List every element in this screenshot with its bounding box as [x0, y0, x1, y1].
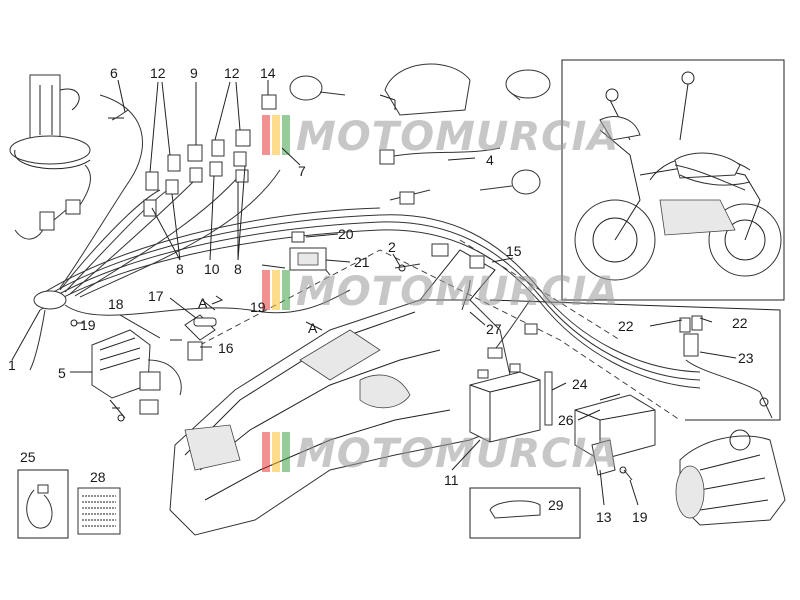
callout-9: 9 [190, 65, 198, 81]
watermark-3: MOTOMURCIA [262, 431, 619, 477]
frame-battery-tray [169, 249, 521, 536]
callout-22: 22 [618, 318, 634, 334]
leader-lines [11, 79, 737, 506]
motorcycle-illustration [574, 71, 782, 281]
clip-17 [193, 317, 217, 327]
connector-10a [165, 179, 179, 195]
callout-13: 13 [596, 509, 612, 525]
plate-13 [591, 439, 616, 476]
callout-19: 19 [250, 299, 266, 315]
callout-26: 26 [558, 412, 574, 428]
relay-9 [187, 144, 203, 162]
battery-terminal [487, 347, 503, 359]
connector-8d [235, 169, 249, 183]
control-unit-group [70, 314, 217, 422]
connector-22a [679, 317, 691, 333]
wm-stripe-yellow [272, 115, 280, 155]
connector-22b [691, 315, 703, 331]
callout-7: 7 [298, 163, 306, 179]
callout-20: 20 [338, 226, 354, 242]
callout-19: 19 [80, 317, 96, 333]
bracket-group [544, 371, 656, 481]
callout-19: 19 [632, 509, 648, 525]
watermark-2: MOTOMURCIA [262, 269, 619, 315]
callout-29: 29 [548, 497, 564, 513]
callout-18: 18 [108, 296, 124, 312]
callout-24: 24 [572, 376, 588, 392]
connector-8c [233, 151, 247, 167]
callout-8: 8 [176, 261, 184, 277]
callout-12: 12 [150, 65, 166, 81]
turn-signal-rear [511, 169, 541, 195]
reference-a-1: A [198, 295, 208, 311]
relay-connector-cluster [108, 94, 277, 217]
callout-10: 10 [204, 261, 220, 277]
connector-9b [189, 167, 203, 183]
connector-8a [145, 171, 159, 191]
turn-signal-front-right [505, 69, 551, 99]
callout-27: 27 [486, 321, 502, 337]
callout-1: 1 [8, 357, 16, 373]
callout-15: 15 [506, 243, 522, 259]
callout-12: 12 [224, 65, 240, 81]
inset-frame [561, 59, 785, 301]
relay-block [261, 231, 331, 276]
connector-8b [143, 199, 157, 217]
callout-17: 17 [148, 288, 164, 304]
accessory-items [17, 469, 581, 539]
connector-10c [209, 161, 223, 177]
fuel-pump [9, 74, 91, 170]
callout-14: 14 [260, 65, 276, 81]
callout-5: 5 [58, 365, 66, 381]
callout-21: 21 [354, 254, 370, 270]
reference-a-2: A [308, 320, 318, 336]
main-wiring-harness [29, 94, 701, 389]
motorcycle-inset [561, 59, 785, 301]
watermark-1: MOTOMURCIA [262, 114, 619, 160]
callout-23: 23 [738, 350, 754, 366]
relay-12b [235, 129, 251, 147]
watermark-text: MOTOMURCIA [296, 431, 619, 477]
callout-8: 8 [234, 261, 242, 277]
harness-sleeve [33, 290, 67, 310]
callout-4: 4 [486, 152, 494, 168]
detail-frame [489, 299, 781, 421]
fuse-20 [291, 231, 305, 243]
callout-16: 16 [218, 340, 234, 356]
turn-signal-front-left [289, 75, 323, 101]
box-25 [17, 469, 69, 539]
arrow-a [211, 295, 224, 305]
headlight [384, 63, 471, 116]
connectors-2-15 [394, 243, 485, 272]
connector-left [14, 164, 91, 240]
connector-10b [211, 139, 225, 157]
callout-6: 6 [110, 65, 118, 81]
callout-2: 2 [388, 239, 396, 255]
wm-stripe-green [282, 115, 290, 155]
callout-22: 22 [732, 315, 748, 331]
battery [461, 279, 541, 443]
callout-11: 11 [444, 472, 459, 488]
decal-28 [77, 487, 121, 535]
wm-stripe-red [262, 115, 270, 155]
callout-28: 28 [90, 469, 106, 485]
strap-29 [489, 500, 541, 519]
cable-tie-25 [26, 489, 53, 529]
callouts: 6 12 9 12 14 7 4 8 10 8 20 2 21 15 1 18 … [8, 65, 754, 525]
callout-25: 25 [20, 449, 36, 465]
watermark-text: MOTOMURCIA [296, 269, 619, 315]
connector-12a [167, 154, 181, 172]
starter-motor [675, 429, 786, 526]
box-29 [469, 487, 581, 539]
harness-detail-box [489, 299, 781, 421]
relay-14 [261, 94, 277, 110]
front-lights [289, 63, 551, 205]
watermark-text: MOTOMURCIA [296, 114, 619, 160]
rod-24 [544, 371, 553, 426]
